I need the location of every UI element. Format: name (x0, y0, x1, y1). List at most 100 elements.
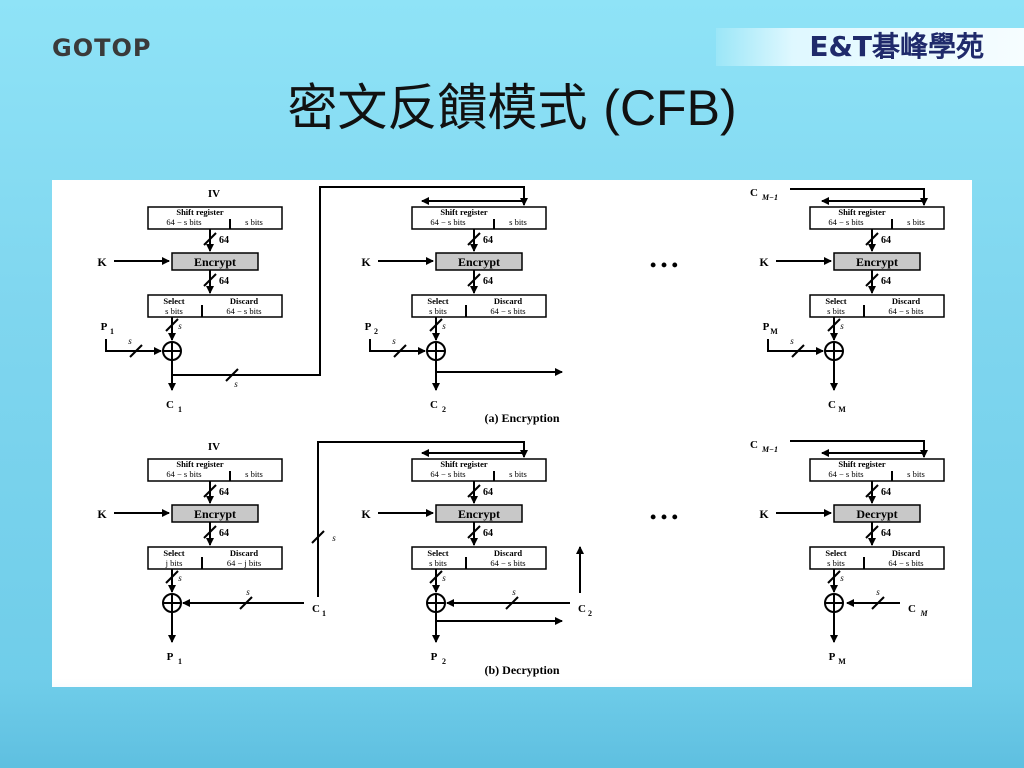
dec1-c-label: C (312, 603, 320, 615)
enc3-p-slash (791, 344, 805, 358)
enc3-select-label: Select (825, 296, 846, 306)
enc3-shift-left: 64 − s bits (828, 217, 863, 227)
enc2-p-slash (393, 344, 407, 358)
enc2-s-a: s (442, 321, 446, 331)
enc-dots: • • • (650, 255, 678, 275)
dec2-out-sub: 2 (442, 657, 446, 666)
enc1-p-slash (129, 344, 143, 358)
page-title: 密文反饋模式 (CFB) (0, 68, 1024, 140)
enc2-slash3 (429, 318, 443, 332)
enc2-out-label: C (430, 399, 438, 411)
enc3-cipher-box (833, 252, 921, 271)
enc1-out-sub: 1 (178, 405, 182, 414)
enc2-n64a: 64 (483, 235, 493, 246)
dec2-c-label: C (578, 603, 586, 615)
enc3-discard-bits: 64 − s bits (888, 306, 923, 316)
title-latin: (CFB) (603, 80, 737, 136)
enc3-slash1 (865, 232, 879, 246)
enc3-discard-label: Discard (892, 296, 921, 306)
enc-feedback-s: s (234, 379, 238, 389)
dec3-slash2 (865, 525, 879, 539)
dec3-cm1-label: C (750, 439, 758, 451)
title-cjk: 密文反饋模式 (287, 79, 588, 137)
enc1-slash2 (203, 273, 217, 287)
enc1-cipher-box (171, 252, 259, 271)
enc1-p-label: P (101, 321, 108, 333)
enc1-s-a: s (178, 321, 182, 331)
dec-iv-label: IV (208, 441, 220, 453)
enc3-p-arrow (767, 339, 824, 355)
dec1-n64b: 64 (219, 528, 229, 539)
enc2-n64b: 64 (483, 276, 493, 287)
enc1-slash3 (165, 318, 179, 332)
dec2-select-bits: s bits (429, 558, 447, 568)
enc2-out-sub: 2 (442, 405, 446, 414)
dec1-out-sub: 1 (178, 657, 182, 666)
dec3-shift-register (809, 458, 945, 482)
enc2-discard-label: Discard (494, 296, 523, 306)
enc1-discard-label: Discard (230, 296, 259, 306)
enc1-shift-right: s bits (245, 217, 263, 227)
enc3-out-sub: M (838, 405, 846, 414)
dec1-k-label: K (97, 507, 107, 521)
enc1-out-label: C (166, 399, 174, 411)
dec2-k-label: K (361, 507, 371, 521)
decryption-caption: (b) Decryption (485, 663, 560, 677)
enc3-shift-register (809, 206, 945, 230)
enc2-p-label: P (365, 321, 372, 333)
dec1-shift-register (147, 458, 283, 482)
dec2-c-slash (505, 596, 519, 610)
enc3-slash2 (865, 273, 879, 287)
dec3-shift-left: 64 − s bits (828, 469, 863, 479)
encryption-caption: (a) Encryption (485, 411, 560, 425)
dec1-out-label: P (167, 651, 174, 663)
dec2-discard-label: Discard (494, 548, 523, 558)
enc3-n64b: 64 (881, 276, 891, 287)
gotop-logo: GOTOP (52, 34, 152, 62)
dec-feedback-slash (311, 530, 325, 544)
dec1-cipher-label: Encrypt (194, 507, 236, 521)
dec3-discard-bits: 64 − s bits (888, 558, 923, 568)
dec2-c-sub: 2 (588, 609, 592, 618)
enc3-out-label: C (828, 399, 836, 411)
dec1-c-slash (239, 596, 253, 610)
dec1-discard-label: Discard (230, 548, 259, 558)
dec3-c-sub: M (919, 609, 928, 618)
dec3-slash1 (865, 484, 879, 498)
dec3-select-bits: s bits (827, 558, 845, 568)
dec1-n64a: 64 (219, 487, 229, 498)
dec3-c-label: C (908, 603, 916, 615)
enc2-select-box (411, 294, 547, 318)
dec2-shift-left: 64 − s bits (430, 469, 465, 479)
dec1-select-label: Select (163, 548, 184, 558)
dec3-s-a: s (840, 573, 844, 583)
enc2-p-s: s (392, 336, 396, 346)
enc1-p-arrow (105, 339, 162, 355)
dec2-slash2 (467, 525, 481, 539)
enc1-cipher-label: Encrypt (194, 255, 236, 269)
dec3-select-label: Select (825, 548, 846, 558)
enc3-n64a: 64 (881, 235, 891, 246)
enc2-shift-left: 64 − s bits (430, 217, 465, 227)
dec1-select-box (147, 546, 283, 570)
dec1-c-sub: 1 (322, 609, 326, 618)
dec1-slash3 (165, 570, 179, 584)
enc1-select-box (147, 294, 283, 318)
enc3-select-bits: s bits (827, 306, 845, 316)
dec3-k-label: K (759, 507, 769, 521)
dec3-cm1-arrow (790, 440, 928, 458)
enc1-n64a: 64 (219, 235, 229, 246)
enc2-select-label: Select (427, 296, 448, 306)
enc1-shift-label: Shift register (176, 207, 224, 217)
dec2-shift-label: Shift register (440, 459, 488, 469)
enc2-p-arrow (369, 339, 426, 355)
dec1-cipher-box (171, 504, 259, 523)
dec1-shift-label: Shift register (176, 459, 224, 469)
enc2-slash2 (467, 273, 481, 287)
background-decoration (0, 678, 1024, 768)
dec-feedback-line (317, 441, 528, 597)
dec3-c-slash (871, 596, 885, 610)
dec1-discard-bits: 64 − j bits (227, 558, 261, 568)
enc2-p-sub: 2 (374, 327, 378, 336)
